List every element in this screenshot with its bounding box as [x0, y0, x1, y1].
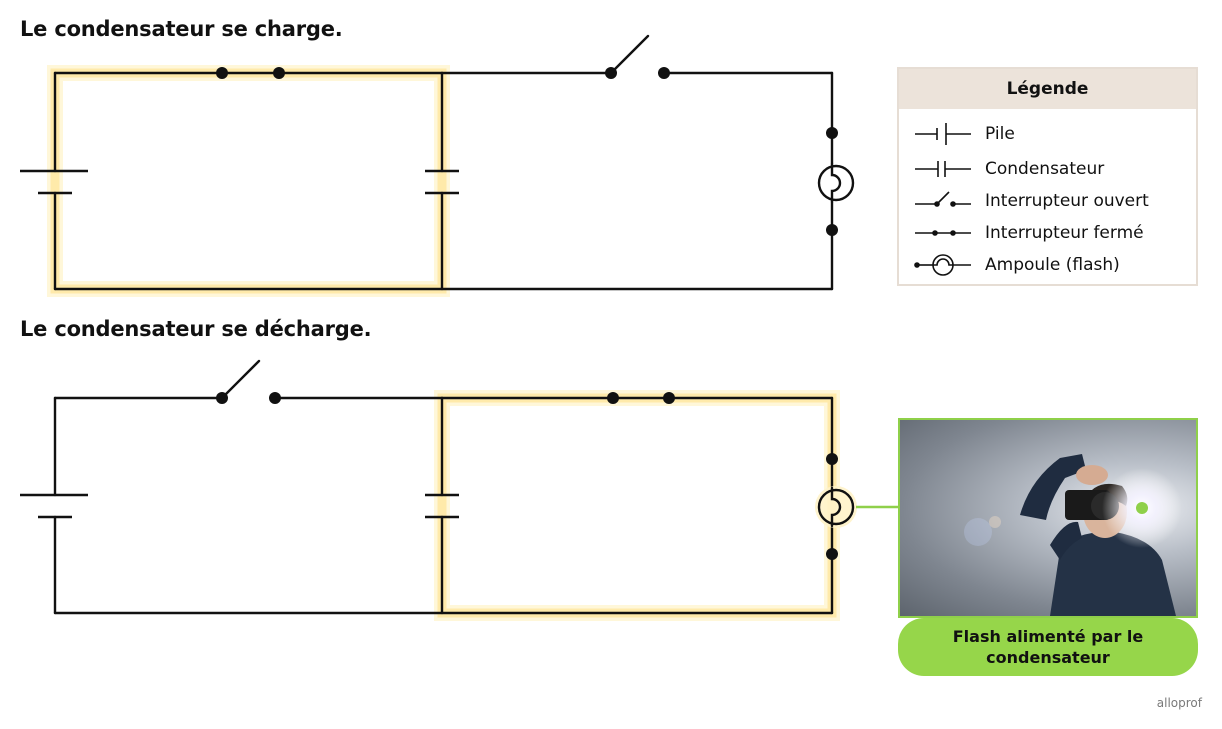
- closed-switch-icon: [607, 392, 675, 404]
- legend-label-open-switch: Interrupteur ouvert: [985, 191, 1149, 211]
- flash-photo: [898, 418, 1198, 618]
- open-switch-icon: [605, 34, 670, 79]
- legend-item-bulb: Ampoule (flash): [899, 250, 1120, 280]
- bulb-icon: [817, 162, 855, 204]
- closed-switch-icon: [915, 230, 971, 236]
- open-switch-icon: [216, 359, 281, 404]
- legend-label-battery: Pile: [985, 124, 1015, 144]
- battery-icon: [915, 123, 971, 145]
- photo-caption-text: Flash alimenté par le condensateur: [952, 627, 1144, 667]
- legend-title: Légende: [899, 69, 1196, 109]
- legend-item-capacitor: Condensateur: [899, 154, 1104, 184]
- battery-icon: [20, 493, 88, 519]
- charge-circuit: [20, 34, 855, 291]
- charge-glow: [47, 65, 450, 297]
- title-decharge: Le condensateur se décharge.: [20, 317, 372, 341]
- legend-item-closed-switch: Interrupteur fermé: [899, 218, 1144, 248]
- capacitor-icon: [915, 161, 971, 177]
- legend-label-capacitor: Condensateur: [985, 159, 1105, 179]
- capacitor-icon: [425, 169, 459, 195]
- legend: Légende Pile Condensateur Interrupteur o…: [897, 67, 1198, 286]
- battery-icon: [20, 169, 88, 195]
- legend-item-open-switch: Interrupteur ouvert: [899, 186, 1149, 216]
- legend-item-battery: Pile: [899, 119, 1015, 149]
- photographer-illustration: [964, 454, 1182, 616]
- capacitor-icon: [425, 493, 459, 519]
- closed-switch-icon: [216, 67, 285, 79]
- photo-caption: Flash alimenté par le condensateur: [898, 618, 1198, 676]
- decharge-glow: [434, 390, 840, 621]
- bulb-icon: [815, 486, 857, 528]
- brand-logo: alloprof: [1156, 696, 1202, 710]
- legend-label-bulb: Ampoule (flash): [985, 255, 1120, 275]
- legend-label-closed-switch: Interrupteur fermé: [985, 223, 1144, 243]
- bulb-icon: [914, 254, 971, 276]
- title-charge: Le condensateur se charge.: [20, 17, 343, 41]
- open-switch-icon: [915, 191, 971, 207]
